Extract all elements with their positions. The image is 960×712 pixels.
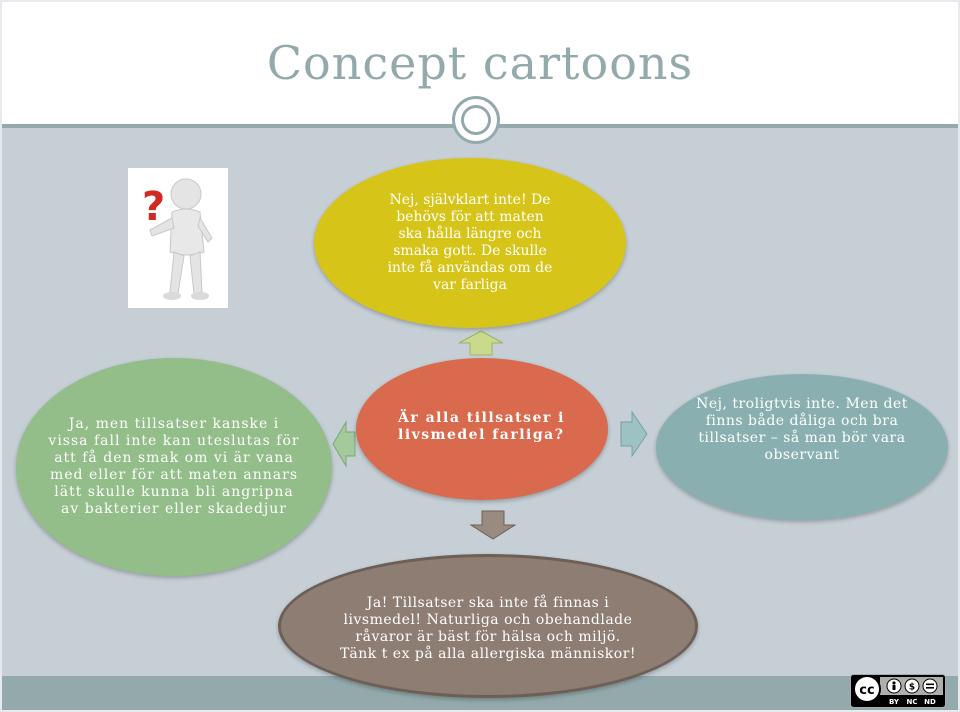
svg-text:$: $	[909, 683, 915, 693]
answer-text-top: Nej, självklart inte! De behövs för att …	[387, 192, 553, 293]
question-figure-icon: ?	[128, 168, 228, 308]
arrow-left-icon	[332, 420, 356, 468]
cc-nd-label: ND	[924, 698, 936, 706]
cc-nc-label: NC	[907, 698, 918, 706]
answer-text-bottom: Ja! Tillsatser ska inte få finnas i livs…	[339, 595, 637, 662]
answer-bubble-left: Ja, men tillsatser kanske i vissa fall i…	[16, 358, 332, 576]
answer-bubble-top: Nej, självklart inte! De behövs för att …	[314, 158, 626, 328]
answer-text-left: Ja, men tillsatser kanske i vissa fall i…	[48, 416, 300, 517]
cc-by-label: BY	[889, 698, 900, 706]
cc-mark: cc	[859, 683, 874, 698]
arrow-right-icon	[620, 410, 648, 458]
ring-ornament-icon	[452, 96, 500, 144]
question-text: Är alla tillsatser i livsmedel farliga?	[398, 410, 565, 443]
slide-title: Concept cartoons	[266, 36, 694, 90]
cc-by-nc-nd-icon: cc $ BY NC ND	[850, 674, 946, 708]
arrow-up-icon	[458, 330, 504, 356]
answer-text-right: Nej, troligtvis inte. Men det finns både…	[696, 396, 908, 463]
arrow-down-icon	[470, 510, 516, 540]
question-bubble: Är alla tillsatser i livsmedel farliga?	[356, 358, 608, 500]
answer-bubble-right: Nej, troligtvis inte. Men det finns både…	[656, 374, 948, 520]
answer-bubble-bottom: Ja! Tillsatser ska inte få finnas i livs…	[278, 554, 698, 698]
svg-text:?: ?	[142, 184, 165, 230]
